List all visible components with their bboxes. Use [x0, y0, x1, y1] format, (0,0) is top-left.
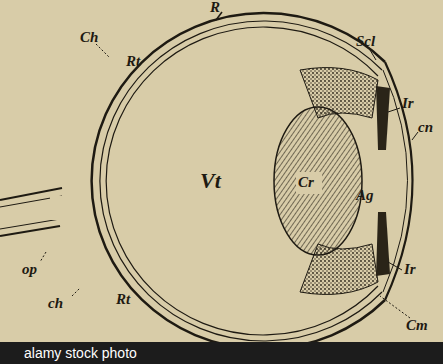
label-lens: Cr — [298, 175, 314, 190]
label-cornea: cn — [418, 120, 433, 135]
label-r: R — [210, 0, 220, 15]
label-choroid: Ch — [80, 30, 98, 45]
label-vitreous: Vt — [200, 170, 221, 192]
label-retina: Rt — [126, 54, 140, 69]
label-iris: Ir — [402, 96, 414, 111]
label-optic-nerve: op — [22, 262, 37, 277]
label-choroid: ch — [48, 296, 63, 311]
label-sclera: Scl — [356, 34, 375, 49]
watermark: alamy stock photo — [24, 346, 137, 360]
label-ciliary-muscle: Cm — [406, 318, 428, 333]
label-aqueous: Ag — [356, 188, 374, 203]
label-retina: Rt — [116, 292, 130, 307]
label-iris: Ir — [404, 262, 416, 277]
